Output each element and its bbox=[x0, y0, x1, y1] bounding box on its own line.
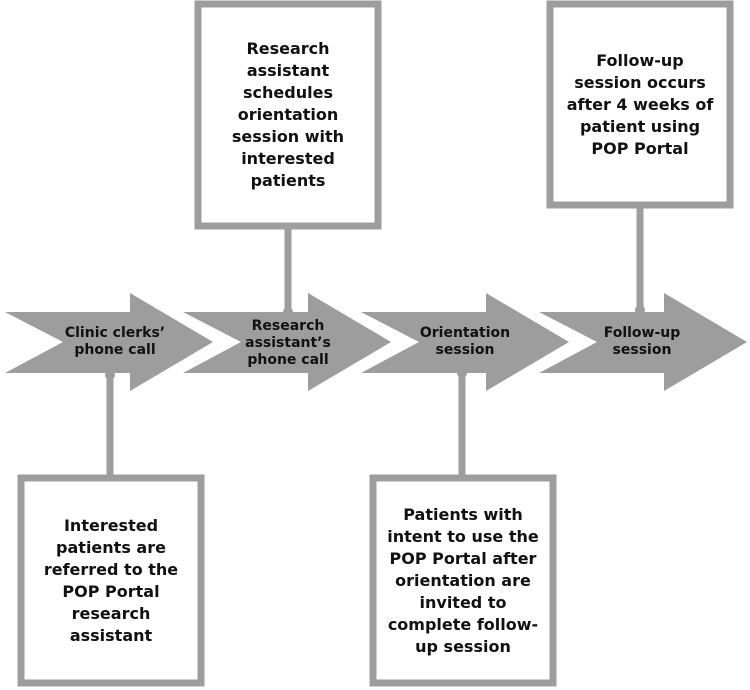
stage-arrow-orientation bbox=[361, 293, 569, 391]
stage-arrow-research-assistant bbox=[183, 293, 391, 391]
note-text-clinic-clerks: Interested patients are referred to the … bbox=[43, 515, 179, 645]
note-text-orientation: Patients with intent to use the POP Port… bbox=[387, 504, 539, 656]
stage-arrow-follow-up bbox=[539, 293, 747, 391]
stage-label-follow-up: Follow-up session bbox=[603, 325, 681, 358]
stage-label-clinic-clerks: Clinic clerks’ phone call bbox=[64, 325, 166, 358]
note-box-orientation bbox=[369, 474, 557, 687]
note-box-clinic-clerks bbox=[17, 474, 205, 687]
note-box-research-assistant bbox=[194, 0, 382, 230]
stage-label-orientation: Orientation session bbox=[419, 325, 511, 358]
note-text-follow-up: Follow-up session occurs after 4 weeks o… bbox=[566, 50, 714, 158]
note-box-follow-up bbox=[546, 0, 734, 209]
stage-arrow-clinic-clerks bbox=[5, 293, 213, 391]
note-text-research-assistant: Research assistant schedules orientation… bbox=[231, 39, 345, 190]
stage-label-research-assistant: Research assistant’s phone call bbox=[245, 317, 331, 368]
